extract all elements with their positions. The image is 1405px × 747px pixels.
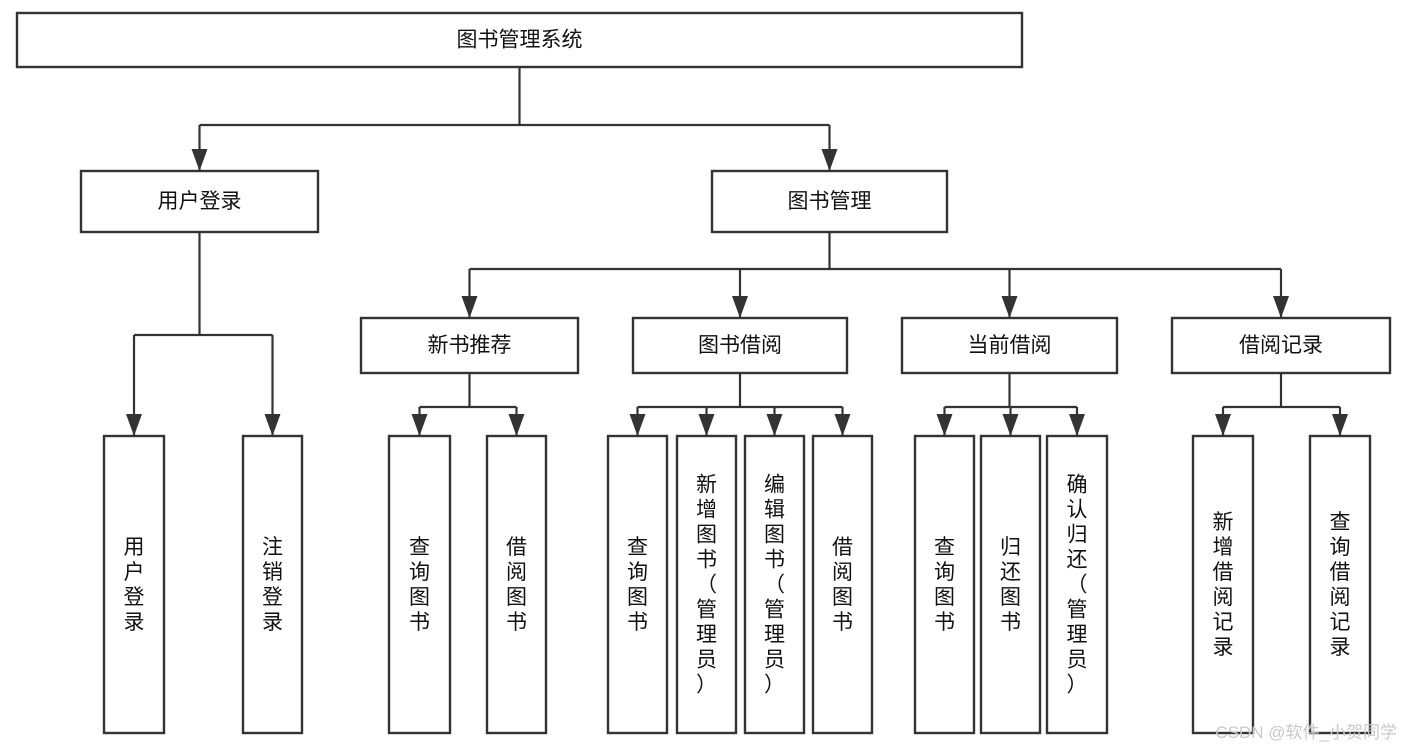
- node-current-borrow[interactable]: 当前借阅: [900, 316, 1119, 375]
- recommend-arrow-0: [411, 414, 428, 436]
- node-leaf-borrow-book-recommend[interactable]: 借阅图书: [485, 434, 548, 735]
- node-leaf-logout-login[interactable]: 注销登录: [241, 434, 304, 735]
- node-leaf-query-book-borrow-box[interactable]: [606, 434, 669, 735]
- connector-lines-layer: [126, 67, 1348, 436]
- node-leaf-query-book-recommend[interactable]: 查询图书: [387, 434, 452, 735]
- bookmgmt-to-level3-arrow-3: [1273, 296, 1289, 318]
- node-leaf-query-book-current-box[interactable]: [913, 434, 976, 735]
- borrowrecord-arrow-1: [1332, 414, 1348, 436]
- node-borrow-record-box[interactable]: [1170, 316, 1392, 375]
- node-new-book-recommend-box[interactable]: [359, 316, 580, 375]
- node-leaf-edit-book-admin-box[interactable]: [743, 434, 806, 735]
- node-borrow-record-label: 借阅记录: [1239, 334, 1323, 357]
- bookborrow-arrow-0: [629, 414, 646, 436]
- node-leaf-query-borrow-record-box[interactable]: [1308, 434, 1372, 735]
- node-leaf-add-borrow-record-label: 新增借阅记录: [1213, 511, 1234, 659]
- bookborrow-arrow-3: [834, 414, 851, 436]
- node-root-label: 图书管理系统: [457, 29, 583, 52]
- node-leaf-add-book-admin-box[interactable]: [675, 434, 738, 735]
- bookborrow-arrow-2: [766, 414, 783, 436]
- currentborrow-arrow-2: [1069, 414, 1085, 436]
- node-leaf-query-book-recommend-label: 查询图书: [409, 536, 430, 634]
- node-leaf-confirm-return-admin[interactable]: 确认归还（管理员）: [1045, 434, 1109, 735]
- node-user-login[interactable]: 用户登录: [79, 169, 320, 234]
- node-new-book-recommend[interactable]: 新书推荐: [359, 316, 580, 375]
- node-leaf-add-borrow-record-box[interactable]: [1191, 434, 1255, 735]
- node-user-login-box[interactable]: [79, 169, 320, 234]
- node-leaf-confirm-return-admin-box[interactable]: [1045, 434, 1109, 735]
- node-leaf-borrow-book-box[interactable]: [811, 434, 874, 735]
- node-leaf-query-book-borrow-label: 查询图书: [627, 536, 648, 634]
- node-borrow-record[interactable]: 借阅记录: [1170, 316, 1392, 375]
- userlogin-arrow-1: [264, 414, 281, 436]
- node-leaf-edit-book-admin-label: 编辑图书（管理员）: [764, 474, 785, 697]
- node-leaf-borrow-book-recommend-label: 借阅图书: [506, 536, 527, 634]
- node-leaf-query-borrow-record-label: 查询借阅记录: [1330, 511, 1351, 659]
- node-leaf-return-book[interactable]: 归还图书: [979, 434, 1042, 735]
- node-leaf-user-login-box[interactable]: [102, 434, 166, 735]
- node-boxes-layer: 图书管理系统用户登录图书管理新书推荐图书借阅当前借阅借阅记录用户登录注销登录查询…: [15, 11, 1392, 735]
- root-to-level2-arrow-1: [821, 149, 838, 171]
- node-leaf-query-book-borrow[interactable]: 查询图书: [606, 434, 669, 735]
- node-leaf-add-book-admin[interactable]: 新增图书（管理员）: [675, 434, 738, 735]
- bookborrow-arrow-1: [698, 414, 715, 436]
- node-book-management[interactable]: 图书管理: [710, 169, 949, 234]
- node-leaf-add-book-admin-label: 新增图书（管理员）: [696, 474, 717, 697]
- node-root[interactable]: 图书管理系统: [15, 11, 1024, 69]
- node-leaf-logout-login-box[interactable]: [241, 434, 304, 735]
- bookmgmt-to-level3-arrow-2: [1001, 296, 1018, 318]
- node-leaf-edit-book-admin[interactable]: 编辑图书（管理员）: [743, 434, 806, 735]
- root-to-level2-arrow-0: [191, 149, 208, 171]
- node-leaf-query-borrow-record[interactable]: 查询借阅记录: [1308, 434, 1372, 735]
- node-current-borrow-label: 当前借阅: [968, 334, 1052, 357]
- node-book-management-box[interactable]: [710, 169, 949, 234]
- node-current-borrow-box[interactable]: [900, 316, 1119, 375]
- node-leaf-query-book-current-label: 查询图书: [934, 536, 955, 634]
- node-leaf-user-login-label: 用户登录: [124, 536, 145, 634]
- node-user-login-label: 用户登录: [158, 190, 242, 213]
- node-book-borrow[interactable]: 图书借阅: [631, 316, 849, 375]
- csdn-watermark: CSDN @软件_小贺同学: [1215, 723, 1397, 742]
- node-root-box[interactable]: [15, 11, 1024, 69]
- node-leaf-user-login[interactable]: 用户登录: [102, 434, 166, 735]
- node-leaf-logout-login-label: 注销登录: [262, 536, 283, 634]
- node-book-management-label: 图书管理: [788, 190, 872, 213]
- borrowrecord-arrow-0: [1215, 414, 1231, 436]
- currentborrow-arrow-1: [1002, 414, 1019, 436]
- bookmgmt-to-level3-arrow-0: [461, 296, 478, 318]
- node-leaf-query-book-current[interactable]: 查询图书: [913, 434, 976, 735]
- node-leaf-borrow-book[interactable]: 借阅图书: [811, 434, 874, 735]
- node-leaf-borrow-book-label: 借阅图书: [832, 536, 853, 634]
- node-leaf-return-book-box[interactable]: [979, 434, 1042, 735]
- node-leaf-confirm-return-admin-label: 确认归还（管理员）: [1067, 474, 1088, 697]
- node-leaf-borrow-book-recommend-box[interactable]: [485, 434, 548, 735]
- recommend-arrow-1: [508, 414, 525, 436]
- node-leaf-return-book-label: 归还图书: [1000, 536, 1021, 634]
- bookmgmt-to-level3-arrow-1: [732, 296, 748, 318]
- node-new-book-recommend-label: 新书推荐: [428, 334, 512, 357]
- node-book-borrow-label: 图书借阅: [698, 334, 782, 357]
- node-book-borrow-box[interactable]: [631, 316, 849, 375]
- userlogin-arrow-0: [126, 414, 142, 436]
- node-leaf-query-book-recommend-box[interactable]: [387, 434, 452, 735]
- currentborrow-arrow-0: [936, 414, 953, 436]
- node-leaf-add-borrow-record[interactable]: 新增借阅记录: [1191, 434, 1255, 735]
